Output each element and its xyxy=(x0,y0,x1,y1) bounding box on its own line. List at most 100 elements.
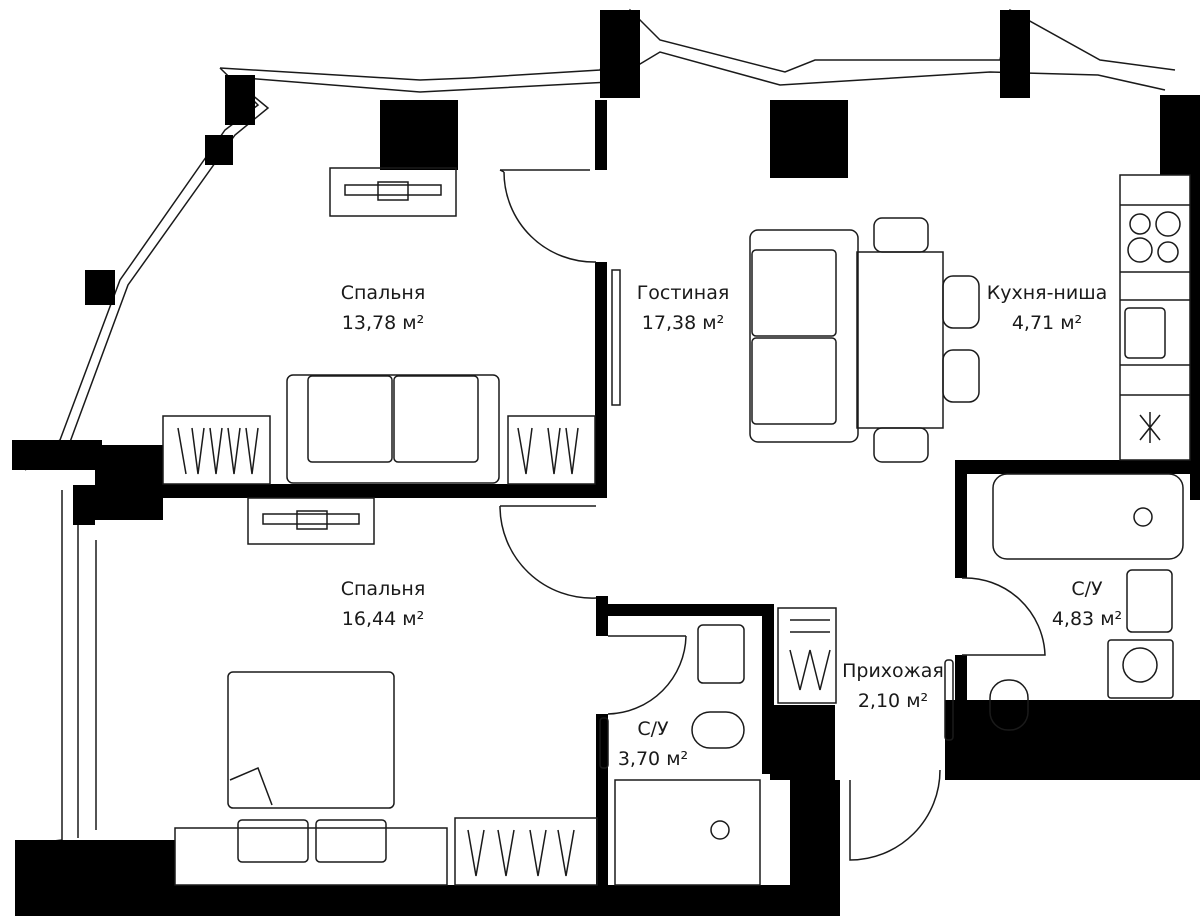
washing-machine-drum xyxy=(1122,647,1158,683)
pillow-left xyxy=(237,819,309,863)
room-label-hall: Прихожая 2,10 м² xyxy=(828,656,958,716)
sofa-1 xyxy=(286,374,500,484)
room-area: 13,78 м² xyxy=(341,312,425,334)
door-bedroom-2 xyxy=(499,505,597,599)
room-label-bath-1: С/У 4,83 м² xyxy=(1022,574,1152,634)
wardrobe-3-hangers xyxy=(467,829,575,877)
door-bath2-panel xyxy=(599,717,609,769)
room-area: 16,44 м² xyxy=(341,608,425,630)
wardrobe-2 xyxy=(507,415,596,485)
wall-top-small-2 xyxy=(600,10,640,98)
chair-right-1 xyxy=(942,275,980,329)
hob-ring-4 xyxy=(1157,241,1179,263)
window-outline-lower xyxy=(19,490,97,846)
bed xyxy=(227,671,395,809)
hob-ring-1 xyxy=(1129,213,1151,235)
wall-bath1-left xyxy=(955,460,967,578)
room-area: 2,10 м² xyxy=(857,690,929,712)
wall-left-block xyxy=(95,445,163,520)
wall-bath2-left-low xyxy=(596,714,608,914)
room-label-bedroom-2: Спальня 16,44 м² xyxy=(318,574,448,634)
room-area: 4,71 м² xyxy=(1011,312,1083,334)
wall-bath2-left xyxy=(596,596,608,636)
sofa-living-cushion-bottom xyxy=(751,337,837,425)
wall-bottom xyxy=(75,885,815,916)
chair-right-2 xyxy=(942,349,980,403)
room-label-bath-2: С/У 3,70 м² xyxy=(588,714,718,774)
wall-bath2-top xyxy=(596,604,774,616)
wall-top-right xyxy=(1160,95,1200,175)
room-name: С/У xyxy=(1071,578,1103,600)
door-living-panel xyxy=(611,269,621,406)
bed-fold xyxy=(229,767,273,806)
wardrobe-1-hangers xyxy=(177,427,579,475)
room-name: Кухня-ниша xyxy=(986,282,1108,304)
toilet-bath2 xyxy=(691,711,745,749)
door-hall-panel xyxy=(944,659,954,741)
wall-bath1-top xyxy=(955,460,1200,474)
room-label-living: Гостиная 17,38 м² xyxy=(618,278,748,338)
room-label-bedroom-1: Спальня 13,78 м² xyxy=(318,278,448,338)
hall-wardrobe-hangers xyxy=(789,619,831,691)
pillow-right xyxy=(315,819,387,863)
room-area: 4,83 м² xyxy=(1051,608,1123,630)
wall-bedroom-divider xyxy=(163,484,603,498)
wall-bottom-left xyxy=(15,840,175,916)
wall-left-corner xyxy=(12,440,102,470)
window-outline-left xyxy=(14,67,260,466)
wall-top-small-1 xyxy=(225,75,255,125)
room-name: Гостиная xyxy=(636,282,730,304)
sofa-living xyxy=(749,229,859,443)
wall-window-post-3 xyxy=(205,135,233,165)
room-name: Спальня xyxy=(340,282,426,304)
room-area: 3,70 м² xyxy=(617,748,689,770)
bath2-sink xyxy=(697,624,745,684)
wall-window-post-2 xyxy=(85,270,115,305)
washing-machine xyxy=(1107,639,1174,699)
wall-window-post-1 xyxy=(595,100,607,170)
bath1-sink xyxy=(1126,569,1173,633)
kitchen-counter xyxy=(1119,174,1191,461)
wall-right-pillar xyxy=(1190,170,1200,500)
wall-bottom-right xyxy=(790,780,840,916)
tv-1 xyxy=(344,184,442,196)
window-outline-top xyxy=(219,8,1176,93)
shower-drain xyxy=(710,820,730,840)
sofa-living-cushion-top xyxy=(751,249,837,337)
shower xyxy=(614,779,761,886)
tv-1-base xyxy=(377,181,409,201)
chair-bottom xyxy=(873,427,929,463)
wall-top-small-3 xyxy=(1000,10,1030,98)
hob-ring-2 xyxy=(1155,211,1181,237)
bathtub-drain xyxy=(1133,507,1153,527)
sofa-1-seat-left xyxy=(307,375,393,463)
wall-top-column-2 xyxy=(770,100,848,178)
room-name: Прихожая xyxy=(842,660,944,682)
wall-living-left xyxy=(595,262,607,498)
wardrobe-3 xyxy=(454,817,598,886)
chair-top xyxy=(873,217,929,253)
room-name: Спальня xyxy=(340,578,426,600)
sofa-1-seat-right xyxy=(393,375,479,463)
wall-top-column-1 xyxy=(380,100,458,170)
bed-nightstand-base xyxy=(174,827,448,886)
door-bath-2 xyxy=(607,635,687,715)
room-area: 17,38 м² xyxy=(641,312,725,334)
tv-2 xyxy=(262,513,360,525)
wall-hall-column xyxy=(770,705,835,780)
door-entrance xyxy=(849,769,941,861)
wall-bath1-bottom xyxy=(945,700,1200,780)
dining-table xyxy=(856,251,944,429)
room-name: С/У xyxy=(637,718,669,740)
hob-ring-3 xyxy=(1127,237,1153,263)
wardrobe-1 xyxy=(162,415,271,485)
tv-2-base xyxy=(296,510,328,530)
door-bedroom-1 xyxy=(499,169,597,263)
toilet-bath1 xyxy=(989,679,1029,731)
door-bath-1 xyxy=(961,577,1046,656)
kitchen-sink xyxy=(1124,307,1166,359)
fan-icon xyxy=(1139,412,1161,443)
tv-stand-1 xyxy=(329,167,457,217)
room-label-kitchen: Кухня-ниша 4,71 м² xyxy=(972,278,1122,338)
